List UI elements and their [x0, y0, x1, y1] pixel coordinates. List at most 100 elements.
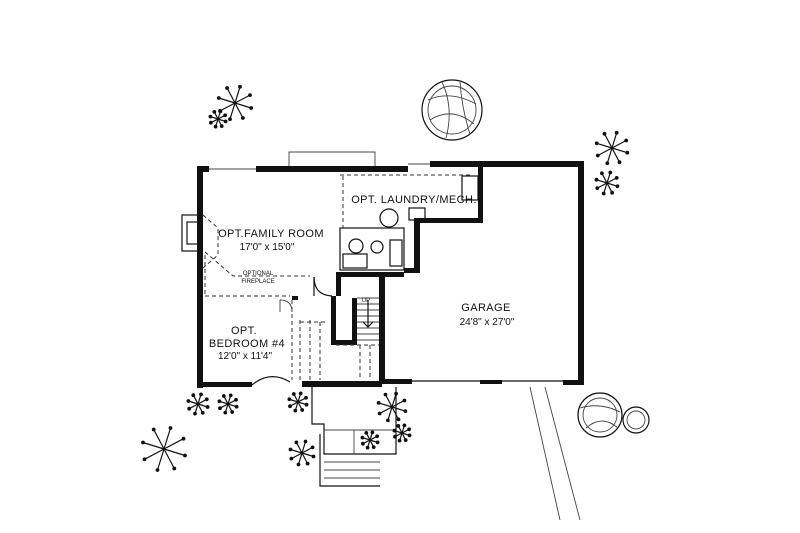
shrub-branch	[163, 427, 172, 450]
shrub-tip	[364, 431, 369, 435]
shrub-tip	[602, 131, 607, 136]
garage-name: GARAGE	[461, 302, 510, 314]
shrub-tip	[304, 395, 308, 400]
family-room-size: 17'0" x 15'0"	[240, 242, 295, 253]
shrub-branch	[611, 147, 621, 163]
shrub-tip	[377, 411, 382, 416]
shrub-branch	[391, 399, 405, 408]
bedroom-size: 12'0" x 11'4"	[218, 351, 273, 362]
shrub-tip	[200, 410, 205, 415]
shrub-tip	[218, 109, 223, 114]
shrub-tip	[221, 394, 226, 398]
shrub-tip	[230, 410, 235, 414]
shrub-tip	[617, 160, 622, 165]
shrub-tip	[186, 399, 191, 403]
shrub-branch	[234, 94, 251, 104]
shrub-branch	[219, 102, 236, 112]
shrub-tip	[375, 434, 380, 439]
shrub-branch	[291, 452, 303, 460]
shrub-tip	[187, 406, 192, 411]
bedroom-name-2: BEDROOM #4	[209, 338, 285, 350]
stair-note: UP	[362, 298, 370, 304]
laundry-name: OPT. LAUNDRY/MECH.	[351, 194, 477, 206]
exterior-walls	[197, 161, 584, 388]
tree-icon	[421, 79, 650, 438]
shrub-branch	[606, 147, 613, 164]
interior-walls	[292, 167, 483, 383]
shrub-tip	[402, 423, 407, 428]
shrub-branch	[153, 429, 165, 450]
shrub-tip	[151, 427, 156, 432]
shrub-tip	[615, 184, 620, 189]
shrub-tip	[396, 424, 401, 428]
shrub-tip	[141, 440, 145, 445]
shrub-tip	[223, 119, 228, 124]
shrub-branch	[603, 133, 613, 149]
shrub-tip	[238, 84, 242, 89]
shrub-tip	[594, 141, 599, 146]
shrub-branch	[611, 132, 618, 149]
shrub-tip	[386, 418, 390, 423]
shrub-tip	[223, 410, 228, 415]
shrub-tip	[402, 398, 407, 403]
shrub-tip	[608, 170, 613, 175]
shrub-tip	[204, 397, 209, 402]
shrub-icon	[141, 84, 630, 472]
shrub-branch	[597, 147, 613, 157]
optional-fireplace	[181, 214, 310, 297]
shrub-tip	[248, 93, 252, 97]
shrub-tip	[218, 406, 222, 411]
shrub-tip	[287, 397, 292, 402]
shrub-tip	[305, 461, 310, 466]
entry-porch	[311, 387, 397, 487]
shrub-tip	[304, 402, 309, 407]
shrub-tip	[168, 426, 173, 430]
shrub-branch	[144, 448, 165, 460]
shrub-tip	[142, 457, 147, 462]
shrub-tip	[310, 445, 315, 450]
shrub-tip	[155, 468, 160, 472]
shrub-tip	[208, 114, 213, 119]
shrub-tip	[605, 161, 610, 166]
shrub-branch	[156, 448, 165, 471]
shrub-tip	[191, 393, 196, 398]
shrub-tip	[208, 120, 213, 125]
shrub-tip	[193, 411, 197, 416]
shrub-tip	[371, 445, 376, 450]
shrub-tip	[624, 138, 629, 143]
shrub-tip	[288, 404, 292, 409]
shrub-tip	[303, 439, 308, 444]
shrub-branch	[378, 402, 393, 408]
shrub-tip	[365, 445, 370, 450]
family-room-name: OPT.FAMILY ROOM	[218, 228, 324, 240]
shrub-tip	[234, 397, 238, 402]
shrub-tip	[294, 440, 299, 445]
shrub-tip	[296, 462, 301, 467]
top-bay	[209, 151, 430, 170]
shrub-branch	[234, 102, 252, 109]
shrub-branch	[234, 86, 241, 104]
shrub-branch	[163, 448, 175, 469]
driveway	[529, 386, 581, 521]
shrub-tip	[614, 130, 619, 135]
shrub-tip	[403, 438, 408, 443]
shrub-tip	[288, 447, 293, 452]
garage-size: 24'8" x 27'0"	[460, 317, 515, 328]
shrub-tip	[595, 186, 600, 191]
shrub-tip	[228, 117, 232, 122]
shrub-branch	[611, 139, 627, 149]
shrub-tip	[595, 153, 600, 158]
shrub-branch	[163, 438, 184, 450]
bedroom-name-1: OPT.	[231, 325, 257, 337]
shrub-tip	[219, 124, 224, 128]
shrub-tip	[397, 438, 402, 443]
shrub-branch	[596, 142, 613, 149]
shrub-tip	[212, 109, 217, 114]
shrub-tip	[293, 408, 298, 413]
laundry-fixtures	[339, 174, 479, 271]
shrub-branch	[611, 147, 628, 154]
shrub-tip	[311, 454, 316, 459]
shrub-tip	[394, 391, 399, 396]
shrub-tip	[403, 409, 408, 414]
